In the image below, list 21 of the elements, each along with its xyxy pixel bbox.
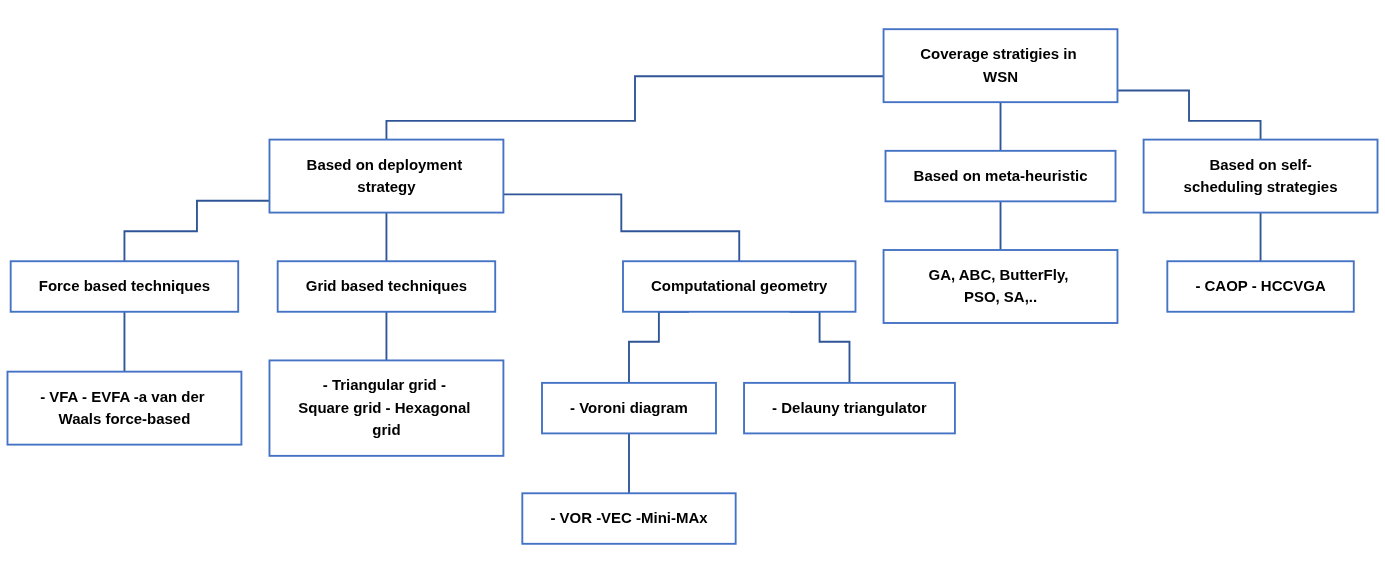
- connector: [628, 432, 630, 495]
- node-box: Coverage stratigies in WSN: [882, 28, 1119, 104]
- node-box: Grid based techniques: [276, 260, 497, 313]
- node-box: - VFA - EVFA -a van der Waals force-based: [6, 370, 243, 446]
- node-box: GA, ABC, ButterFly, PSO, SA,..: [882, 249, 1119, 324]
- node-box: - VOR -VEC -Mini-MAx: [521, 492, 737, 545]
- node-box: - Delauny triangulator: [743, 381, 956, 435]
- connector: [123, 310, 126, 373]
- node-box: - CAOP - HCCVGA: [1166, 260, 1355, 313]
- connector: [999, 101, 1002, 152]
- connector: [385, 211, 388, 263]
- node-box: Force based techniques: [9, 260, 240, 313]
- node-box: Based on meta-heuristic: [884, 149, 1117, 203]
- node-box: - Voroni diagram: [541, 381, 717, 435]
- node-box: Computational geometry: [622, 260, 857, 313]
- node-box: Based on self-scheduling strategies: [1142, 138, 1379, 214]
- connector: [385, 310, 388, 362]
- connector: [1259, 211, 1262, 263]
- connector: [999, 200, 1002, 251]
- node-box: Based on deployment strategy: [268, 138, 505, 214]
- node-box: - Triangular grid - Square grid - Hexagonal grid: [268, 359, 505, 457]
